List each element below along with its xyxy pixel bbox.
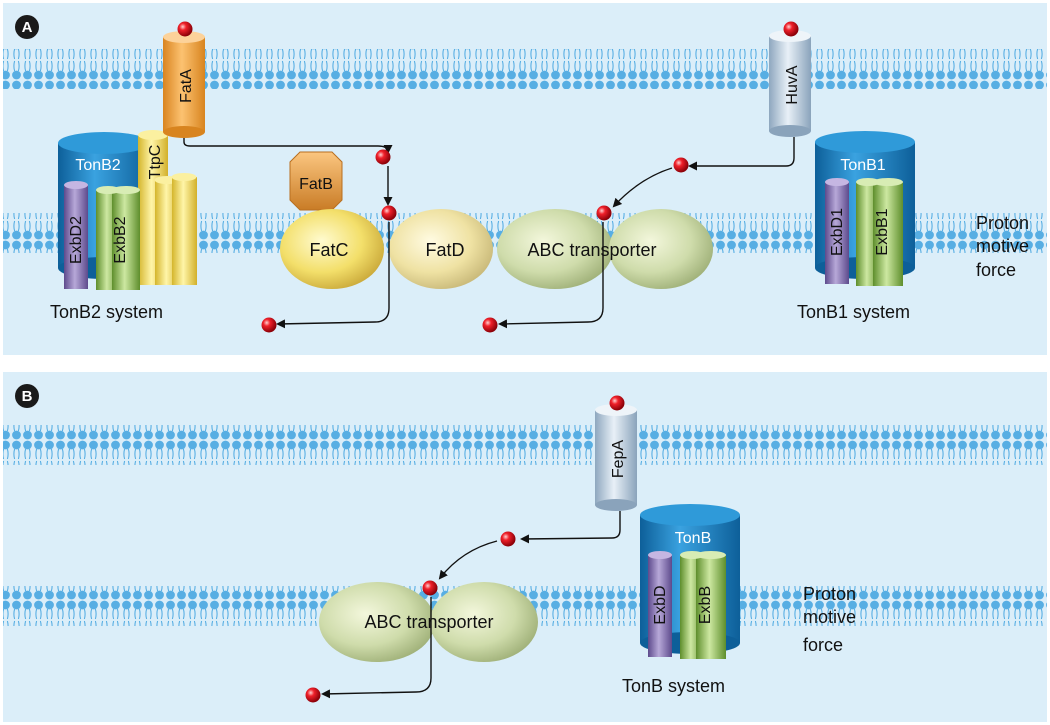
exbd2-label: ExbD2 — [68, 216, 85, 264]
exbb2-label: ExbB2 — [112, 216, 129, 263]
tonb2-system-label: TonB2 system — [50, 302, 163, 322]
abc-transporter-a: ABC transporter — [497, 209, 713, 289]
pmf-b-line2: motive — [803, 607, 856, 627]
siderophore-huva — [783, 21, 799, 37]
exbd-protein: ExbD — [648, 551, 672, 657]
siderophore-periplasm-b — [500, 531, 516, 547]
outer-membrane-b — [3, 425, 1047, 465]
panel-b: B FepA ABC transporter TonB — [3, 372, 1047, 722]
tonb2-system: TonB2 TtpC ExbD2 ExbB2 — [58, 130, 197, 290]
tonb-system: TonB ExbD ExbB — [640, 504, 740, 659]
fatb-label: FatB — [299, 176, 333, 193]
siderophore-cytoplasm-b — [305, 687, 321, 703]
abc-transporter-b-label: ABC transporter — [364, 612, 493, 632]
exbd1-label: ExbD1 — [829, 208, 846, 256]
outer-membrane-a — [3, 49, 1047, 89]
tonb1-system-label: TonB1 system — [797, 302, 910, 322]
fatd-label: FatD — [425, 240, 464, 260]
exbd1-protein: ExbD1 — [825, 178, 849, 284]
fata-protein: FatA — [163, 31, 205, 138]
siderophore-fata — [177, 21, 193, 37]
arrow-fata-to-periplasm — [183, 138, 393, 154]
ttpc-protein: TtpC — [138, 130, 197, 285]
fatb-protein: FatB — [289, 151, 343, 211]
huva-label: HuvA — [784, 65, 801, 104]
fata-label: FatA — [178, 69, 195, 103]
arrow-periplasm-to-abc-a — [612, 167, 673, 208]
exbb-protein: ExbB — [680, 551, 726, 659]
abc-transporter-a-label: ABC transporter — [527, 240, 656, 260]
pmf-a-line1: Proton — [976, 213, 1029, 233]
ttpc-label: TtpC — [147, 145, 164, 180]
transport-arrows-a — [183, 137, 795, 329]
exbb2-protein: ExbB2 — [96, 186, 140, 290]
arrow-abc-a-to-cytoplasm — [498, 222, 604, 329]
panel-b-label: B — [22, 388, 33, 405]
exbd-label: ExbD — [652, 585, 669, 624]
panel-a-label: A — [22, 19, 33, 36]
arrow-abc-b-to-cytoplasm — [321, 597, 432, 699]
tonb-label: TonB — [675, 530, 711, 547]
siderophore-periplasm-fat — [375, 149, 391, 165]
panel-b-marker — [15, 384, 39, 408]
tonb1-label: TonB1 — [840, 157, 885, 174]
pmf-a-line3: force — [976, 260, 1016, 280]
arrow-fepa-to-periplasm — [520, 511, 621, 544]
siderophore-in-abc-b — [422, 580, 438, 596]
panel-a-marker — [15, 15, 39, 39]
tonb2-label: TonB2 — [75, 157, 120, 174]
siderophore-cytoplasm-huva — [482, 317, 498, 333]
panel-b-background — [3, 372, 1047, 722]
siderophore-cytoplasm-fat — [261, 317, 277, 333]
fepa-label: FepA — [610, 440, 627, 479]
tonb-system-label: TonB system — [622, 676, 725, 696]
abc-transporter-b: ABC transporter — [319, 582, 538, 662]
proton-motive-force-a: Proton motive force — [976, 213, 1029, 280]
siderophore-in-fatcd — [381, 205, 397, 221]
fatc-protein: FatC — [280, 209, 384, 289]
arrow-periplasm-to-abc-b — [438, 540, 498, 580]
fepa-protein: FepA — [595, 404, 637, 511]
panel-a: A TonB2 TtpC ExbD2 — [3, 3, 1047, 355]
arrow-huva-to-periplasm — [688, 137, 795, 171]
fatd-protein: FatD — [389, 209, 493, 289]
siderophore-fepa — [609, 395, 625, 411]
pmf-b-line3: force — [803, 635, 843, 655]
transport-arrows-b — [321, 511, 621, 699]
exbb-label: ExbB — [697, 586, 714, 624]
proton-motive-force-b: Proton motive force — [803, 584, 856, 655]
exbb1-label: ExbB1 — [874, 208, 891, 255]
pmf-b-line1: Proton — [803, 584, 856, 604]
exbd2-protein: ExbD2 — [64, 181, 88, 289]
tonb1-system: TonB1 ExbD1 ExbB1 — [815, 131, 915, 286]
exbb1-protein: ExbB1 — [856, 178, 903, 286]
pmf-a-line2: motive — [976, 236, 1029, 256]
siderophore-periplasm-huva — [673, 157, 689, 173]
fatc-label: FatC — [309, 240, 348, 260]
arrow-fatcd-to-cytoplasm — [276, 222, 390, 329]
siderophore-in-abc-a — [596, 205, 612, 221]
huva-protein: HuvA — [769, 30, 811, 137]
